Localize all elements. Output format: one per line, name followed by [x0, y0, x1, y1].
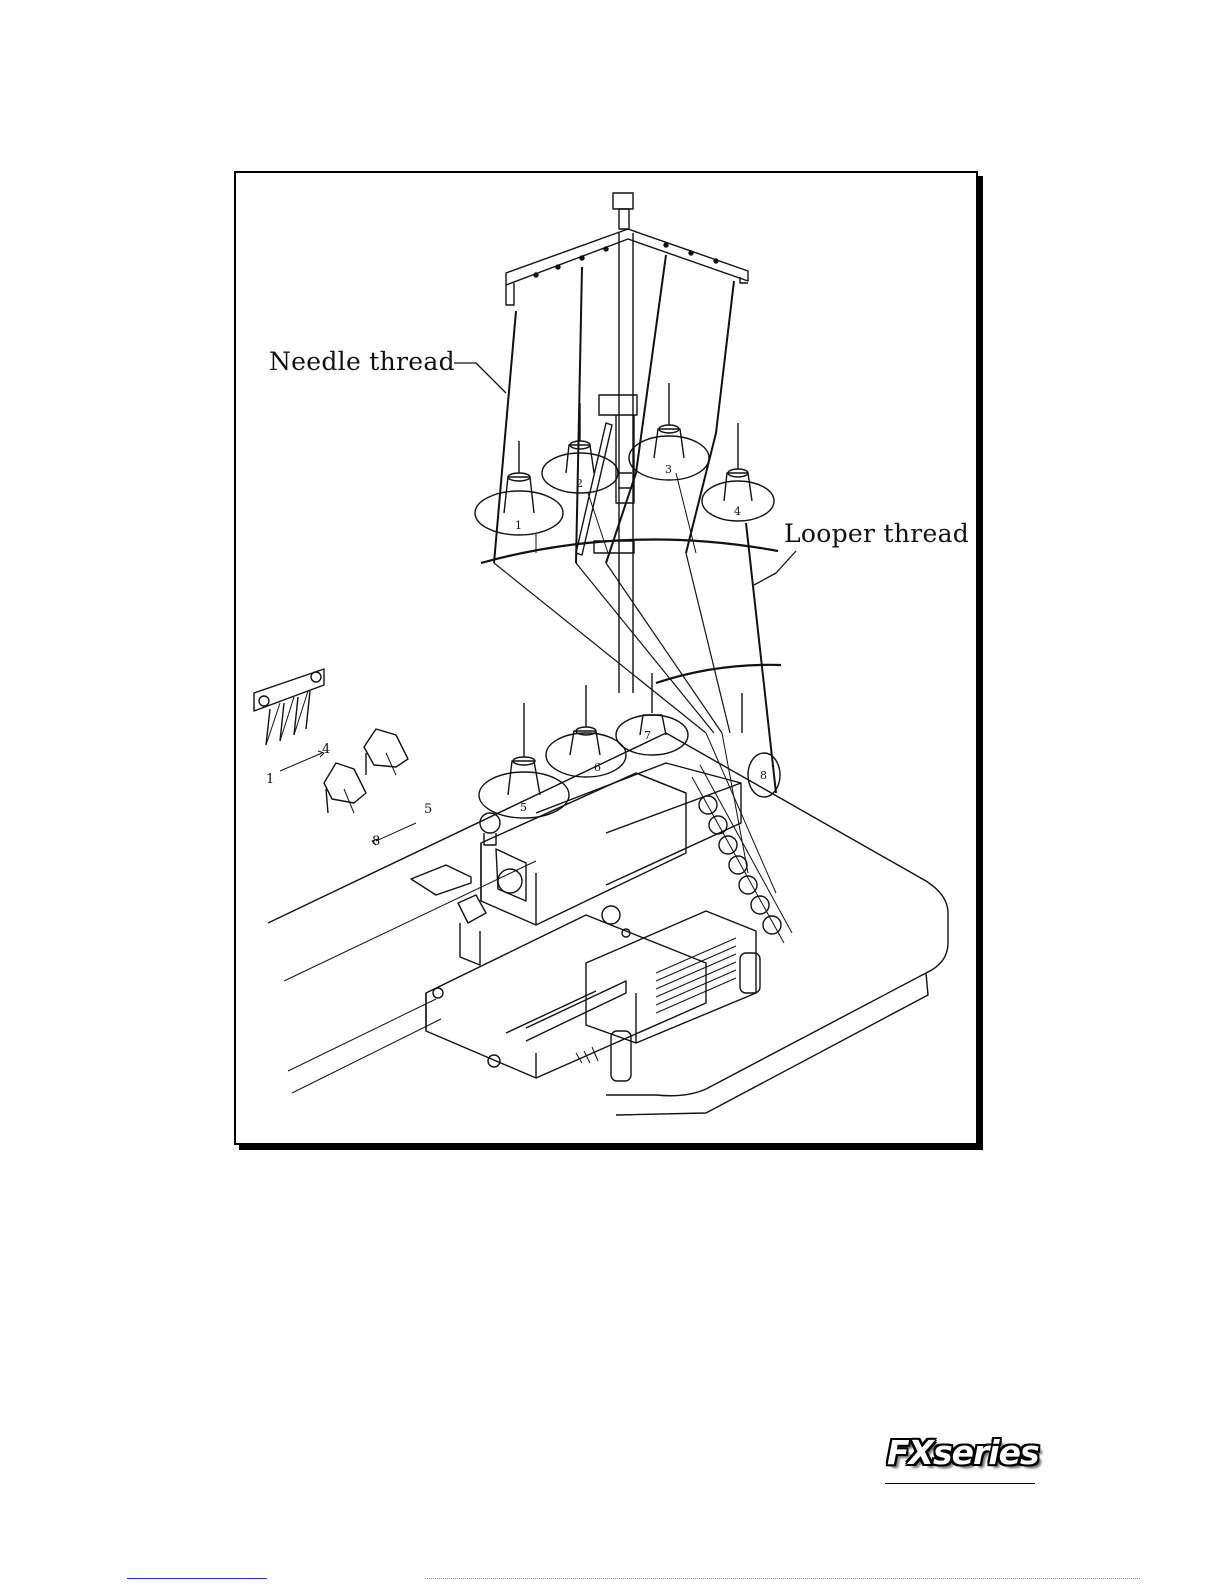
- spool-6: [546, 685, 626, 777]
- spool-number-4: 4: [734, 505, 741, 518]
- spool-number-2: 2: [576, 477, 583, 490]
- looper-inset-start: 8: [372, 834, 380, 849]
- spool-number-3: 3: [665, 463, 672, 476]
- sewing-machine: [411, 763, 792, 1081]
- needle-inset-start: 1: [266, 772, 274, 787]
- spool-number-7: 7: [644, 729, 651, 742]
- footer-link-underline: [127, 1578, 267, 1579]
- looper-inset: [324, 729, 416, 845]
- thread-stand: [481, 193, 781, 693]
- spool-number-6: 6: [594, 761, 601, 774]
- thread-diagram: 1 2 3 4 5 6 7 8 1 4 8 5: [236, 173, 976, 1143]
- spool-7: [616, 673, 688, 755]
- needle-inset: [254, 669, 324, 771]
- thread-paths: [494, 255, 776, 893]
- logo-text: FXseries: [887, 1433, 1039, 1472]
- logo-underline: [885, 1483, 1035, 1484]
- footer-dotted-rule: [425, 1578, 1140, 1579]
- looper-leader: [754, 551, 796, 585]
- needle-inset-end: 4: [322, 742, 330, 757]
- spool-number-1: 1: [515, 519, 522, 532]
- needle-leader: [454, 363, 506, 393]
- spool-number-8: 8: [760, 769, 767, 782]
- fx-series-logo: FXseries: [885, 1433, 1035, 1489]
- spool-number-5: 5: [520, 801, 527, 814]
- looper-inset-end: 5: [424, 802, 432, 817]
- needle-thread-label: Needle thread: [269, 347, 455, 376]
- thread-diagram-frame: 1 2 3 4 5 6 7 8 1 4 8 5 Needle thread Lo…: [234, 171, 978, 1145]
- looper-thread-label: Looper thread: [784, 519, 969, 548]
